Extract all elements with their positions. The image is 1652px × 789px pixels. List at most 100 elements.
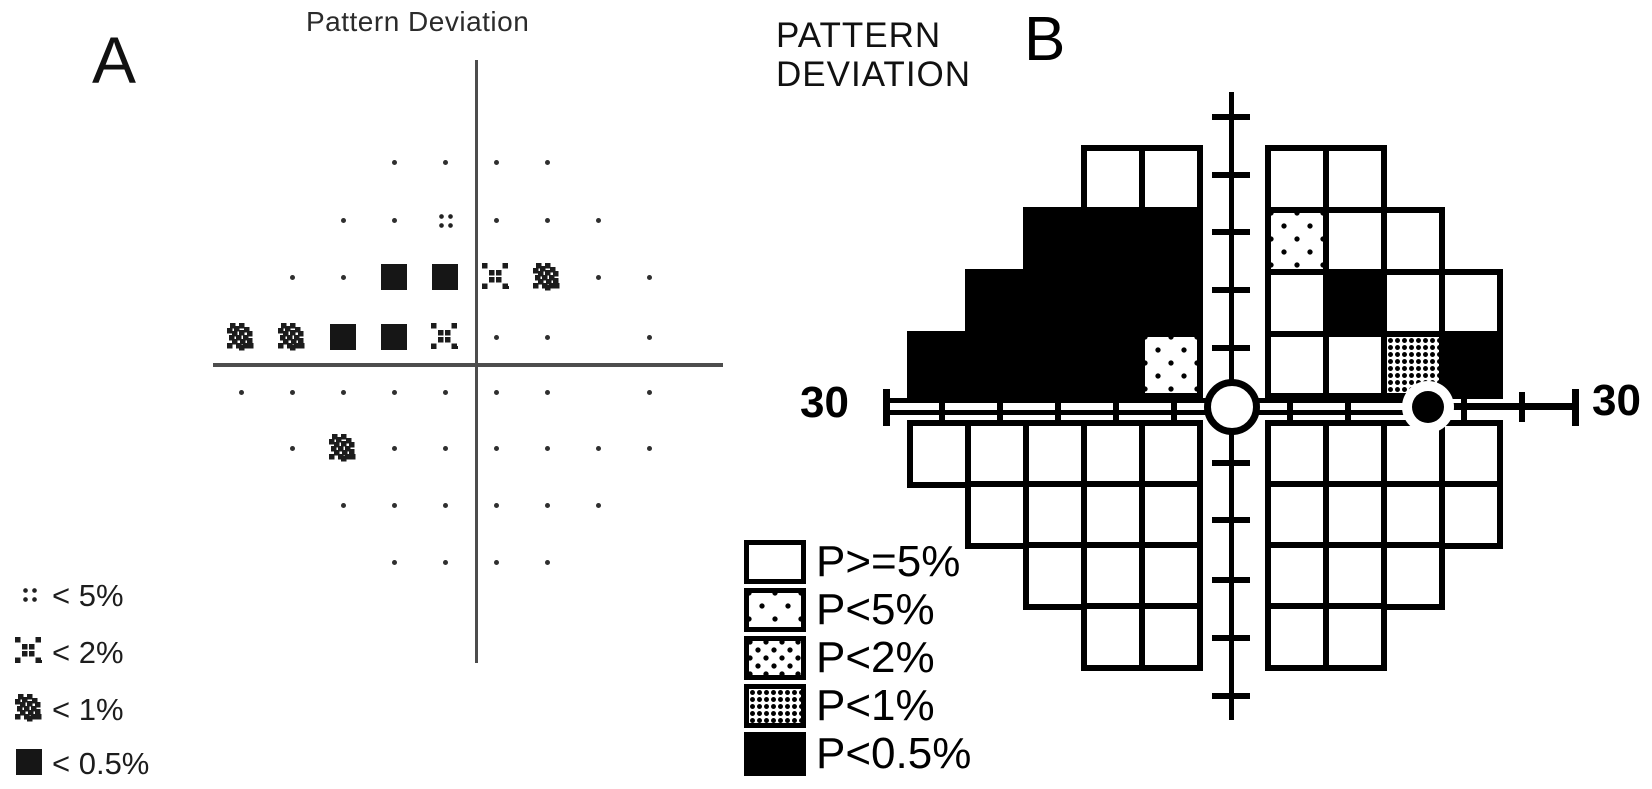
quadrant-bottom-right-cell	[1265, 542, 1329, 610]
test-point-dot	[443, 390, 448, 395]
legend-b-label-p5: P<5%	[816, 585, 935, 634]
quadrant-top-left-cell	[1023, 269, 1087, 337]
quadrant-bottom-right-cell	[1265, 603, 1329, 671]
test-point-p05	[381, 324, 407, 350]
quadrant-top-left-cell	[1139, 331, 1203, 399]
fixation-circle	[1204, 379, 1260, 435]
legend-a-symbol-p2	[15, 637, 43, 665]
panel-a-legend: < 5%< 2%< 1%< 0.5%	[0, 560, 260, 789]
test-point-dot	[290, 446, 295, 451]
legend-a-label-p5: < 5%	[52, 578, 124, 613]
vertical-meridian-tick	[1212, 577, 1250, 583]
test-point-dot	[494, 335, 499, 340]
quadrant-bottom-left-cell	[1023, 481, 1087, 549]
quadrant-top-right-cell	[1265, 331, 1329, 399]
quadrant-top-right-cell	[1323, 269, 1387, 337]
test-point-p1	[227, 323, 255, 351]
horizontal-axis-rail-bottom	[886, 410, 1410, 415]
quadrant-top-right-cell	[1323, 207, 1387, 275]
panel-b-title-line1: PATTERN	[776, 16, 942, 55]
quadrant-bottom-right-cell	[1323, 542, 1387, 610]
test-point-dot	[545, 560, 550, 565]
legend-b-swatch-b	[744, 732, 806, 776]
test-point-dot	[392, 160, 397, 165]
horizontal-axis-tick	[1055, 392, 1061, 422]
vertical-meridian-tick	[1212, 287, 1250, 293]
quadrant-top-left-cell	[1081, 331, 1145, 399]
panel-b-legend: P>=5%P<5%P<2%P<1%P<0.5%	[700, 520, 1120, 789]
legend-b-label-p2: P<2%	[816, 633, 935, 682]
horizontal-axis-tick	[1113, 392, 1119, 422]
quadrant-bottom-left-cell	[1023, 420, 1087, 488]
vertical-meridian-tick	[1212, 693, 1250, 699]
test-point-p05	[432, 264, 458, 290]
quadrant-top-left-cell	[1081, 145, 1145, 213]
quadrant-bottom-left-cell	[965, 420, 1029, 488]
panel-b: B PATTERN DEVIATION 30 30 P>=5%P<5%P<2%P…	[700, 0, 1652, 789]
quadrant-top-right-cell	[1381, 207, 1445, 275]
quadrant-bottom-left-cell	[965, 481, 1029, 549]
quadrant-bottom-left-cell	[1023, 542, 1087, 610]
quadrant-top-right-cell	[1439, 269, 1503, 337]
test-point-dot	[290, 390, 295, 395]
quadrant-bottom-right-cell	[1323, 603, 1387, 671]
quadrant-bottom-left-cell	[1139, 542, 1203, 610]
panel-a-label: A	[92, 23, 137, 97]
test-point-dot	[392, 218, 397, 223]
legend-b-swatch-p5	[744, 588, 806, 632]
quadrant-bottom-right-cell	[1323, 481, 1387, 549]
panel-b-axis-label-left: 30	[800, 378, 849, 427]
quadrant-bottom-left-cell	[1081, 542, 1145, 610]
quadrant-top-left-cell	[1139, 145, 1203, 213]
quadrant-top-left-cell	[1023, 207, 1087, 275]
horizontal-axis-tick	[1519, 392, 1525, 422]
test-point-dot	[545, 390, 550, 395]
test-point-dot	[494, 560, 499, 565]
test-point-p05	[381, 264, 407, 290]
panel-a-probability-grid	[0, 0, 750, 789]
test-point-dot	[494, 503, 499, 508]
legend-b-label-w: P>=5%	[816, 537, 961, 586]
horizontal-axis-tick	[1345, 392, 1351, 422]
test-point-dot	[545, 160, 550, 165]
quadrant-top-left-cell	[1023, 331, 1087, 399]
test-point-dot	[545, 335, 550, 340]
test-point-dot	[647, 446, 652, 451]
test-point-dot	[596, 503, 601, 508]
test-point-dot	[392, 560, 397, 565]
quadrant-bottom-left-cell	[1081, 603, 1145, 671]
test-point-dot	[494, 390, 499, 395]
vertical-meridian-tick	[1212, 345, 1250, 351]
panel-b-title: PATTERN DEVIATION	[776, 16, 971, 94]
horizontal-axis-tick	[1287, 392, 1293, 422]
legend-a-label-p05: < 0.5%	[52, 746, 150, 781]
vertical-meridian-tick	[1212, 172, 1250, 178]
quadrant-top-right-cell	[1265, 269, 1329, 337]
quadrant-top-right-cell	[1323, 145, 1387, 213]
test-point-p2	[431, 323, 459, 351]
quadrant-top-right-cell	[1265, 145, 1329, 213]
quadrant-top-left-cell	[1081, 269, 1145, 337]
legend-b-swatch-w	[744, 540, 806, 584]
vertical-meridian-tick	[1212, 635, 1250, 641]
test-point-p2	[482, 263, 510, 291]
quadrant-bottom-left-cell	[1081, 420, 1145, 488]
test-point-dot	[341, 218, 346, 223]
legend-a-label-p1: < 1%	[52, 692, 124, 727]
test-point-dot	[443, 446, 448, 451]
quadrant-top-left-cell	[965, 331, 1029, 399]
panel-b-title-line2: DEVIATION	[776, 55, 972, 94]
legend-b-swatch-p1	[744, 684, 806, 728]
test-point-p1	[329, 434, 357, 462]
legend-a-symbol-p5	[21, 586, 38, 603]
legend-a-symbol-p1	[15, 694, 43, 722]
quadrant-top-left-cell	[965, 269, 1029, 337]
quadrant-bottom-left-cell	[1139, 603, 1203, 671]
test-point-dot	[341, 275, 346, 280]
test-point-dot	[647, 390, 652, 395]
test-point-dot	[545, 218, 550, 223]
test-point-p05	[330, 324, 356, 350]
horizontal-axis-endcap-left	[883, 389, 890, 426]
test-point-dot	[443, 503, 448, 508]
